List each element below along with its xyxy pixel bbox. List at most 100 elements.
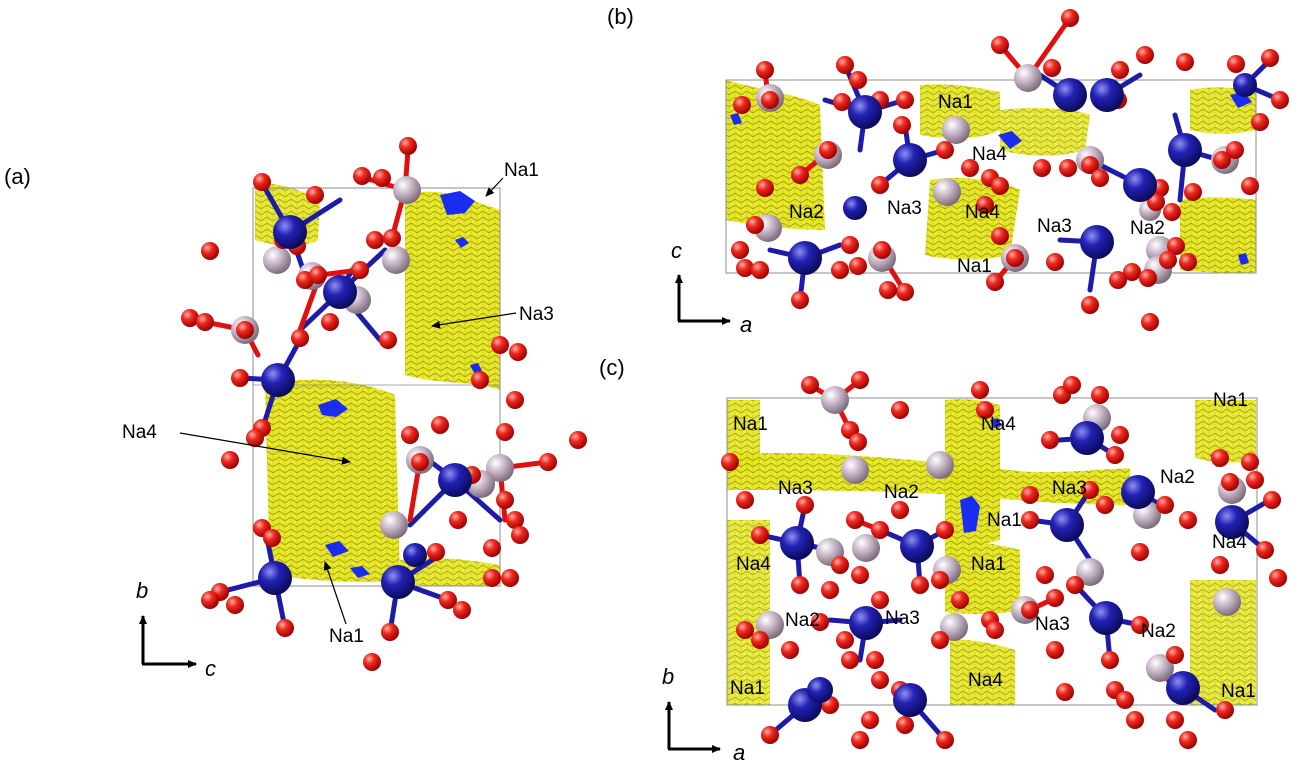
oxygen-atom (1139, 269, 1157, 287)
oxygen-atom (201, 591, 219, 609)
oxygen-atom (1081, 156, 1099, 174)
axis-label-b: b (136, 578, 148, 603)
site-label-b-na2-b: Na2 (1130, 218, 1165, 239)
oxygen-atom (861, 711, 879, 729)
oxygen-atom (1046, 589, 1064, 607)
axis-label-c: c (671, 238, 682, 263)
metal-atom (1090, 78, 1124, 112)
site-label-na4: Na4 (122, 422, 157, 443)
unit-cell-a (252, 187, 501, 587)
oxygen-atom (841, 651, 859, 669)
oxygen-atom (226, 596, 244, 614)
oxygen-atom (539, 453, 557, 471)
oxygen-atom (791, 576, 809, 594)
metal-atom (1070, 421, 1104, 455)
metal-atom (1080, 225, 1114, 259)
oxygen-atom (1091, 169, 1109, 187)
oxygen-atom (833, 93, 851, 111)
oxygen-atom (871, 591, 889, 609)
metal-atom (1233, 73, 1257, 97)
site-label-c-na1-m1: Na1 (987, 510, 1022, 531)
oxygen-atom (811, 613, 829, 631)
oxygen-atom (496, 491, 514, 509)
oxygen-atom (496, 423, 514, 441)
site-label-c-na3-m2: Na3 (885, 608, 920, 629)
site-label-c-na4-l: Na4 (736, 554, 771, 575)
oxygen-atom (511, 526, 529, 544)
oxygen-atom (483, 569, 501, 587)
oxygen-atom (756, 179, 774, 197)
oxygen-atom (1131, 543, 1149, 561)
metal-atom (261, 363, 295, 397)
oxygen-atom (751, 631, 769, 649)
oxygen-atom (306, 186, 324, 204)
phosphorus-atom (821, 386, 849, 414)
metal-atom (1089, 601, 1123, 635)
oxygen-atom (1221, 473, 1239, 491)
site-label-c-na1-br: Na1 (1221, 681, 1256, 702)
oxygen-atom (381, 623, 399, 641)
atoms-b (731, 9, 1289, 331)
oxygen-atom (879, 281, 897, 299)
metal-atom (1215, 505, 1249, 539)
phosphorus-atom (486, 454, 514, 482)
oxygen-atom (819, 141, 837, 159)
phosphorus-atom (1014, 64, 1042, 92)
axis-indicator-a (139, 615, 197, 668)
oxygen-atom (431, 416, 449, 434)
oxygen-atom (509, 343, 527, 361)
metal-atom (323, 275, 357, 309)
oxygen-atom (831, 556, 849, 574)
oxygen-atom (1091, 386, 1109, 404)
oxygen-atom (1101, 651, 1119, 669)
site-label-c-na2-l2: Na2 (785, 610, 820, 631)
oxygen-atom (1261, 49, 1279, 67)
oxygen-atom (401, 426, 419, 444)
oxygen-atom (911, 576, 929, 594)
oxygen-atom (936, 521, 954, 539)
site-label-c-na1-bl: Na1 (730, 678, 765, 699)
oxygen-atom (1246, 471, 1264, 489)
oxygen-atom (796, 496, 814, 514)
atoms-a (181, 137, 587, 671)
oxygen-atom (276, 619, 294, 637)
oxygen-atom (931, 631, 949, 649)
axis-indicator-c (665, 701, 721, 753)
oxygen-atom (891, 501, 909, 519)
site-label-c-na4-b: Na4 (968, 670, 1003, 691)
oxygen-atom (449, 511, 467, 529)
oxygen-atom (866, 651, 884, 669)
site-label-b-na3-b: Na3 (1037, 216, 1072, 237)
oxygen-atom (791, 166, 809, 184)
oxygen-atom (991, 227, 1009, 245)
oxygen-atom (751, 261, 769, 279)
site-label-c-na3-r2: Na3 (1035, 614, 1070, 635)
oxygen-atom (351, 261, 369, 279)
oxygen-atom (1166, 711, 1184, 729)
phosphorus-atom (940, 613, 968, 641)
oxygen-atom (1021, 486, 1039, 504)
oxygen-atom (736, 491, 754, 509)
oxygen-atom (936, 731, 954, 749)
oxygen-atom (751, 526, 769, 544)
oxygen-atom (1159, 251, 1177, 269)
oxygen-atom (1156, 496, 1174, 514)
phosphorus-atom (841, 456, 869, 484)
panel-letter-b: (b) (607, 4, 634, 29)
site-label-c-na4-t: Na4 (981, 414, 1016, 435)
site-label-na3: Na3 (519, 304, 554, 325)
oxygen-atom (951, 591, 969, 609)
phosphorus-atom (263, 246, 291, 274)
oxygen-atom (733, 96, 751, 114)
phosphorus-atom (1076, 558, 1104, 586)
site-label-b-na3-a: Na3 (887, 198, 922, 219)
metal-atom (780, 526, 814, 560)
oxygen-atom (871, 521, 889, 539)
oxygen-atom (1111, 426, 1129, 444)
site-label-c-na4-r: Na4 (1212, 532, 1247, 553)
oxygen-atom (231, 369, 249, 387)
phosphorus-atom (926, 451, 954, 479)
oxygen-atom (1184, 183, 1202, 201)
oxygen-atom (373, 169, 391, 187)
oxygen-atom (736, 259, 754, 277)
